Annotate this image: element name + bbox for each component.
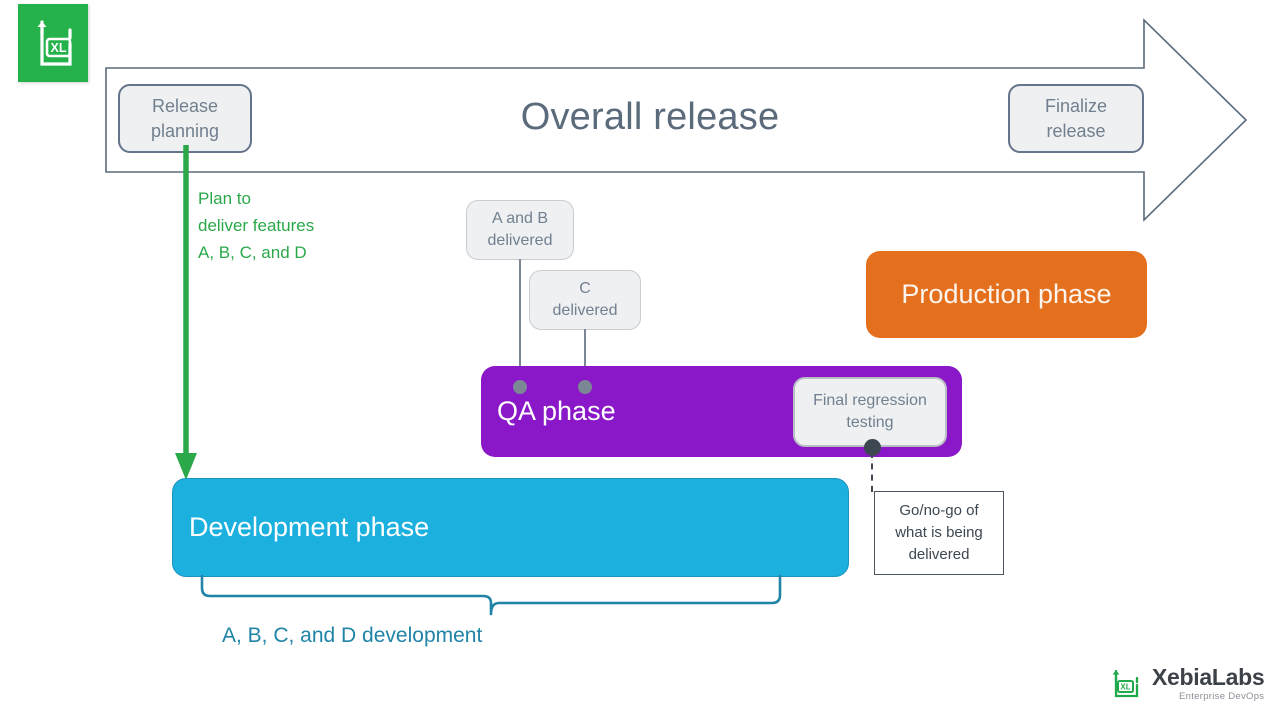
callout-final-regression-testing[interactable]: Final regression testing <box>793 377 947 447</box>
brand-name: XebiaLabs <box>1152 664 1265 690</box>
development-brace-label: A, B, C, and D development <box>222 624 483 647</box>
connector-line-a-and-b <box>519 259 521 387</box>
production-phase-label: Production phase <box>901 279 1112 309</box>
chip-finalize-release[interactable]: Finalize release <box>1008 84 1144 153</box>
xl-logo-icon: XL <box>1112 669 1139 697</box>
overall-release-arrow <box>105 18 1248 222</box>
callout-c-delivered[interactable]: C delivered <box>529 270 641 330</box>
development-phase-label: Development phase <box>189 512 430 542</box>
svg-text:XL: XL <box>1120 682 1130 691</box>
xl-logo-icon: XL <box>37 20 72 66</box>
gonogo-note: Go/no-go of what is being delivered <box>874 491 1004 575</box>
brand-text-block: XebiaLabs Enterprise DevOps <box>1152 664 1265 702</box>
callout-a-and-b-delivered-label: A and B delivered <box>487 210 553 249</box>
development-brace <box>200 574 782 616</box>
plan-note-text: Plan to deliver features A, B, C, and D <box>198 189 315 263</box>
connector-dashed-gonogo <box>871 452 873 492</box>
callout-a-and-b-delivered[interactable]: A and B delivered <box>466 200 574 260</box>
connector-dot-gonogo <box>864 439 881 456</box>
svg-text:XL: XL <box>51 41 67 55</box>
callout-c-delivered-label: C delivered <box>552 280 618 319</box>
callout-final-regression-testing-label: Final regression testing <box>813 392 927 431</box>
brand-logo: XL XebiaLabs Enterprise DevOps <box>1108 664 1265 702</box>
production-phase-bar[interactable]: Production phase <box>866 251 1147 338</box>
chip-release-planning-label: Release planning <box>150 96 220 141</box>
development-phase-bar[interactable]: Development phase <box>172 478 849 577</box>
page-title: Overall release <box>520 96 780 138</box>
connector-dot-a-and-b <box>513 380 527 394</box>
xl-logo-badge: XL <box>18 4 88 82</box>
plan-to-development-arrow <box>175 145 197 480</box>
chip-finalize-release-label: Finalize release <box>1044 96 1108 141</box>
gonogo-note-text: Go/no-go of what is being delivered <box>895 502 983 563</box>
chip-release-planning[interactable]: Release planning <box>118 84 252 153</box>
connector-dot-c <box>578 380 592 394</box>
connector-line-c <box>584 329 586 387</box>
brand-tagline: Enterprise DevOps <box>1179 691 1265 702</box>
qa-phase-label: QA phase <box>497 396 616 426</box>
